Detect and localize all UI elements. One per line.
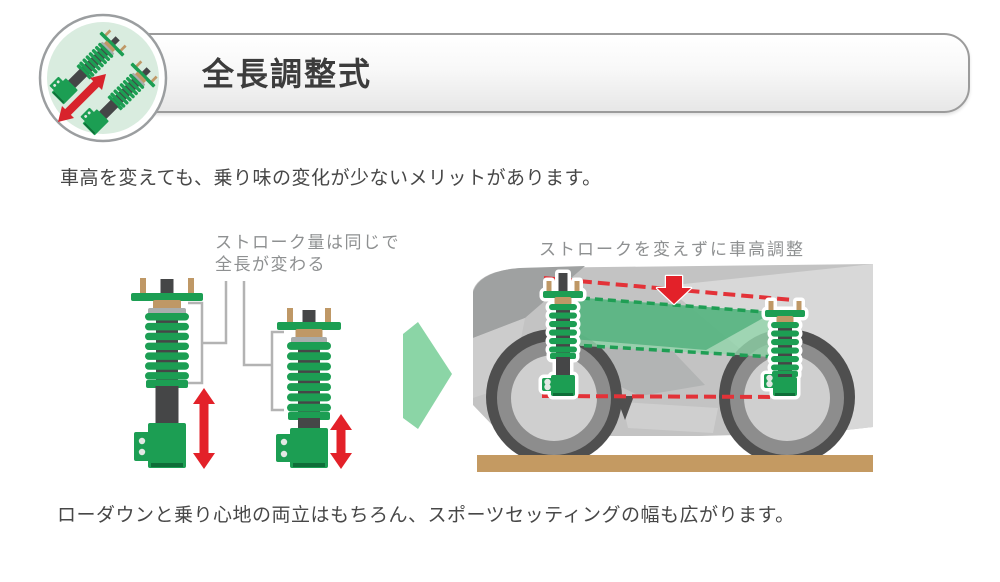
under-shadow	[558, 322, 705, 396]
transform-right-arrow-icon	[403, 322, 452, 429]
left-caption-line1: ストローク量は同じで	[215, 233, 400, 252]
car-greenhouse	[665, 264, 873, 431]
left-figure-caption: ストローク量は同じで 全長が変わる	[215, 232, 400, 276]
front-wheel-rim	[511, 355, 597, 441]
rocker-shadow	[616, 396, 634, 420]
right-figure-caption: ストロークを変えずに車高調整	[539, 240, 805, 259]
front-tire	[497, 341, 611, 455]
new-height-dashed-line-top	[555, 294, 779, 315]
page-title: 全長調整式	[202, 56, 373, 92]
stroke-bracket-left	[188, 301, 204, 385]
header-bar: 全長調整式	[100, 33, 970, 113]
new-height-dashed-line-bottom	[557, 342, 791, 360]
lowering-down-arrow-icon	[655, 274, 693, 306]
up-down-stroke-arrow-icon	[330, 414, 352, 469]
stroke-zone-overlay-dark	[558, 296, 774, 350]
intro-text: 車高を変えても、乗り味の変化が少ないメリットがあります。	[60, 168, 602, 189]
stroke-bracket-right	[270, 330, 284, 412]
footer-text: ローダウンと乗り心地の両立はもちろん、スポーツセッティングの幅も広がります。	[57, 505, 795, 526]
rear-wheel-arch	[719, 329, 855, 465]
ground-line	[477, 455, 873, 472]
up-down-stroke-arrow-icon	[193, 388, 215, 469]
rear-wheel-rim	[744, 355, 830, 441]
front-coilover-on-car	[538, 269, 587, 400]
connector-left	[202, 281, 228, 345]
caption-connector-lines	[188, 281, 284, 412]
original-height-dashed-line-top	[543, 276, 805, 303]
rocker-panel	[622, 402, 718, 433]
car-hood-shade	[473, 266, 585, 338]
connector-right	[242, 281, 272, 367]
stroke-zone-overlay	[558, 296, 788, 358]
left-caption-line2: 全長が変わる	[215, 255, 326, 274]
badge-diagonal-arrow-icon	[58, 74, 106, 122]
car-side-illustration	[473, 264, 873, 472]
tall-coilover-illustration	[131, 278, 203, 468]
front-wheel-arch	[486, 329, 622, 465]
rear-tire	[730, 341, 844, 455]
rear-coilover-on-car	[760, 297, 809, 400]
car-bumper	[473, 318, 525, 398]
axle-dashed-line-bottom	[541, 394, 783, 399]
left-figure	[131, 278, 452, 469]
car-body	[473, 264, 873, 436]
short-coilover-illustration	[276, 308, 341, 468]
